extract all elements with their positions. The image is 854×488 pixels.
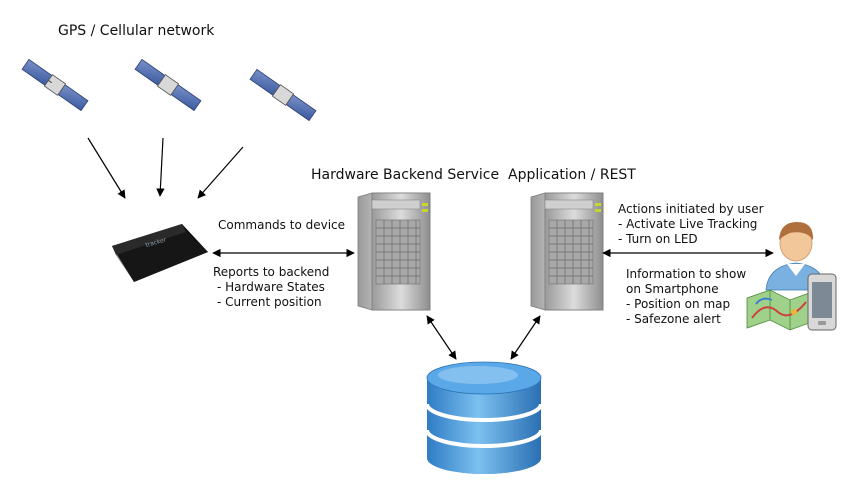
smartphone-icon	[807, 273, 837, 331]
info-title: Information to show	[626, 267, 746, 281]
gps-network-label: GPS / Cellular network	[58, 23, 215, 39]
tracker-device-icon: tracker	[112, 224, 208, 282]
satellite-icon	[249, 68, 317, 122]
actions-title: Actions initiated by user	[618, 202, 764, 216]
info-title: on Smartphone	[626, 282, 719, 296]
arrow-satellite-to-device	[87, 137, 126, 199]
actions-item: - Activate Live Tracking	[618, 217, 757, 231]
arrow-satellite-to-device	[156, 137, 165, 197]
server-icon	[530, 192, 604, 311]
info-item: - Position on map	[626, 297, 730, 311]
arrow-backend-database	[426, 315, 457, 360]
info-item: - Safezone alert	[626, 312, 721, 326]
application-rest-label: Application / REST	[508, 167, 636, 183]
reports-item: - Current position	[217, 295, 322, 309]
arrow-satellite-to-device	[197, 146, 244, 199]
reports-item: - Hardware States	[217, 280, 325, 294]
database-icon	[425, 361, 543, 474]
arrow-app-database	[510, 315, 541, 360]
commands-label: Commands to device	[218, 218, 345, 232]
hardware-backend-label: Hardware Backend Service	[311, 167, 499, 183]
satellite-icon	[21, 58, 89, 112]
reports-title: Reports to backend	[213, 265, 329, 279]
server-icon	[357, 192, 431, 311]
satellite-icon	[134, 58, 202, 112]
actions-item: - Turn on LED	[618, 232, 698, 246]
map-icon	[746, 289, 813, 331]
